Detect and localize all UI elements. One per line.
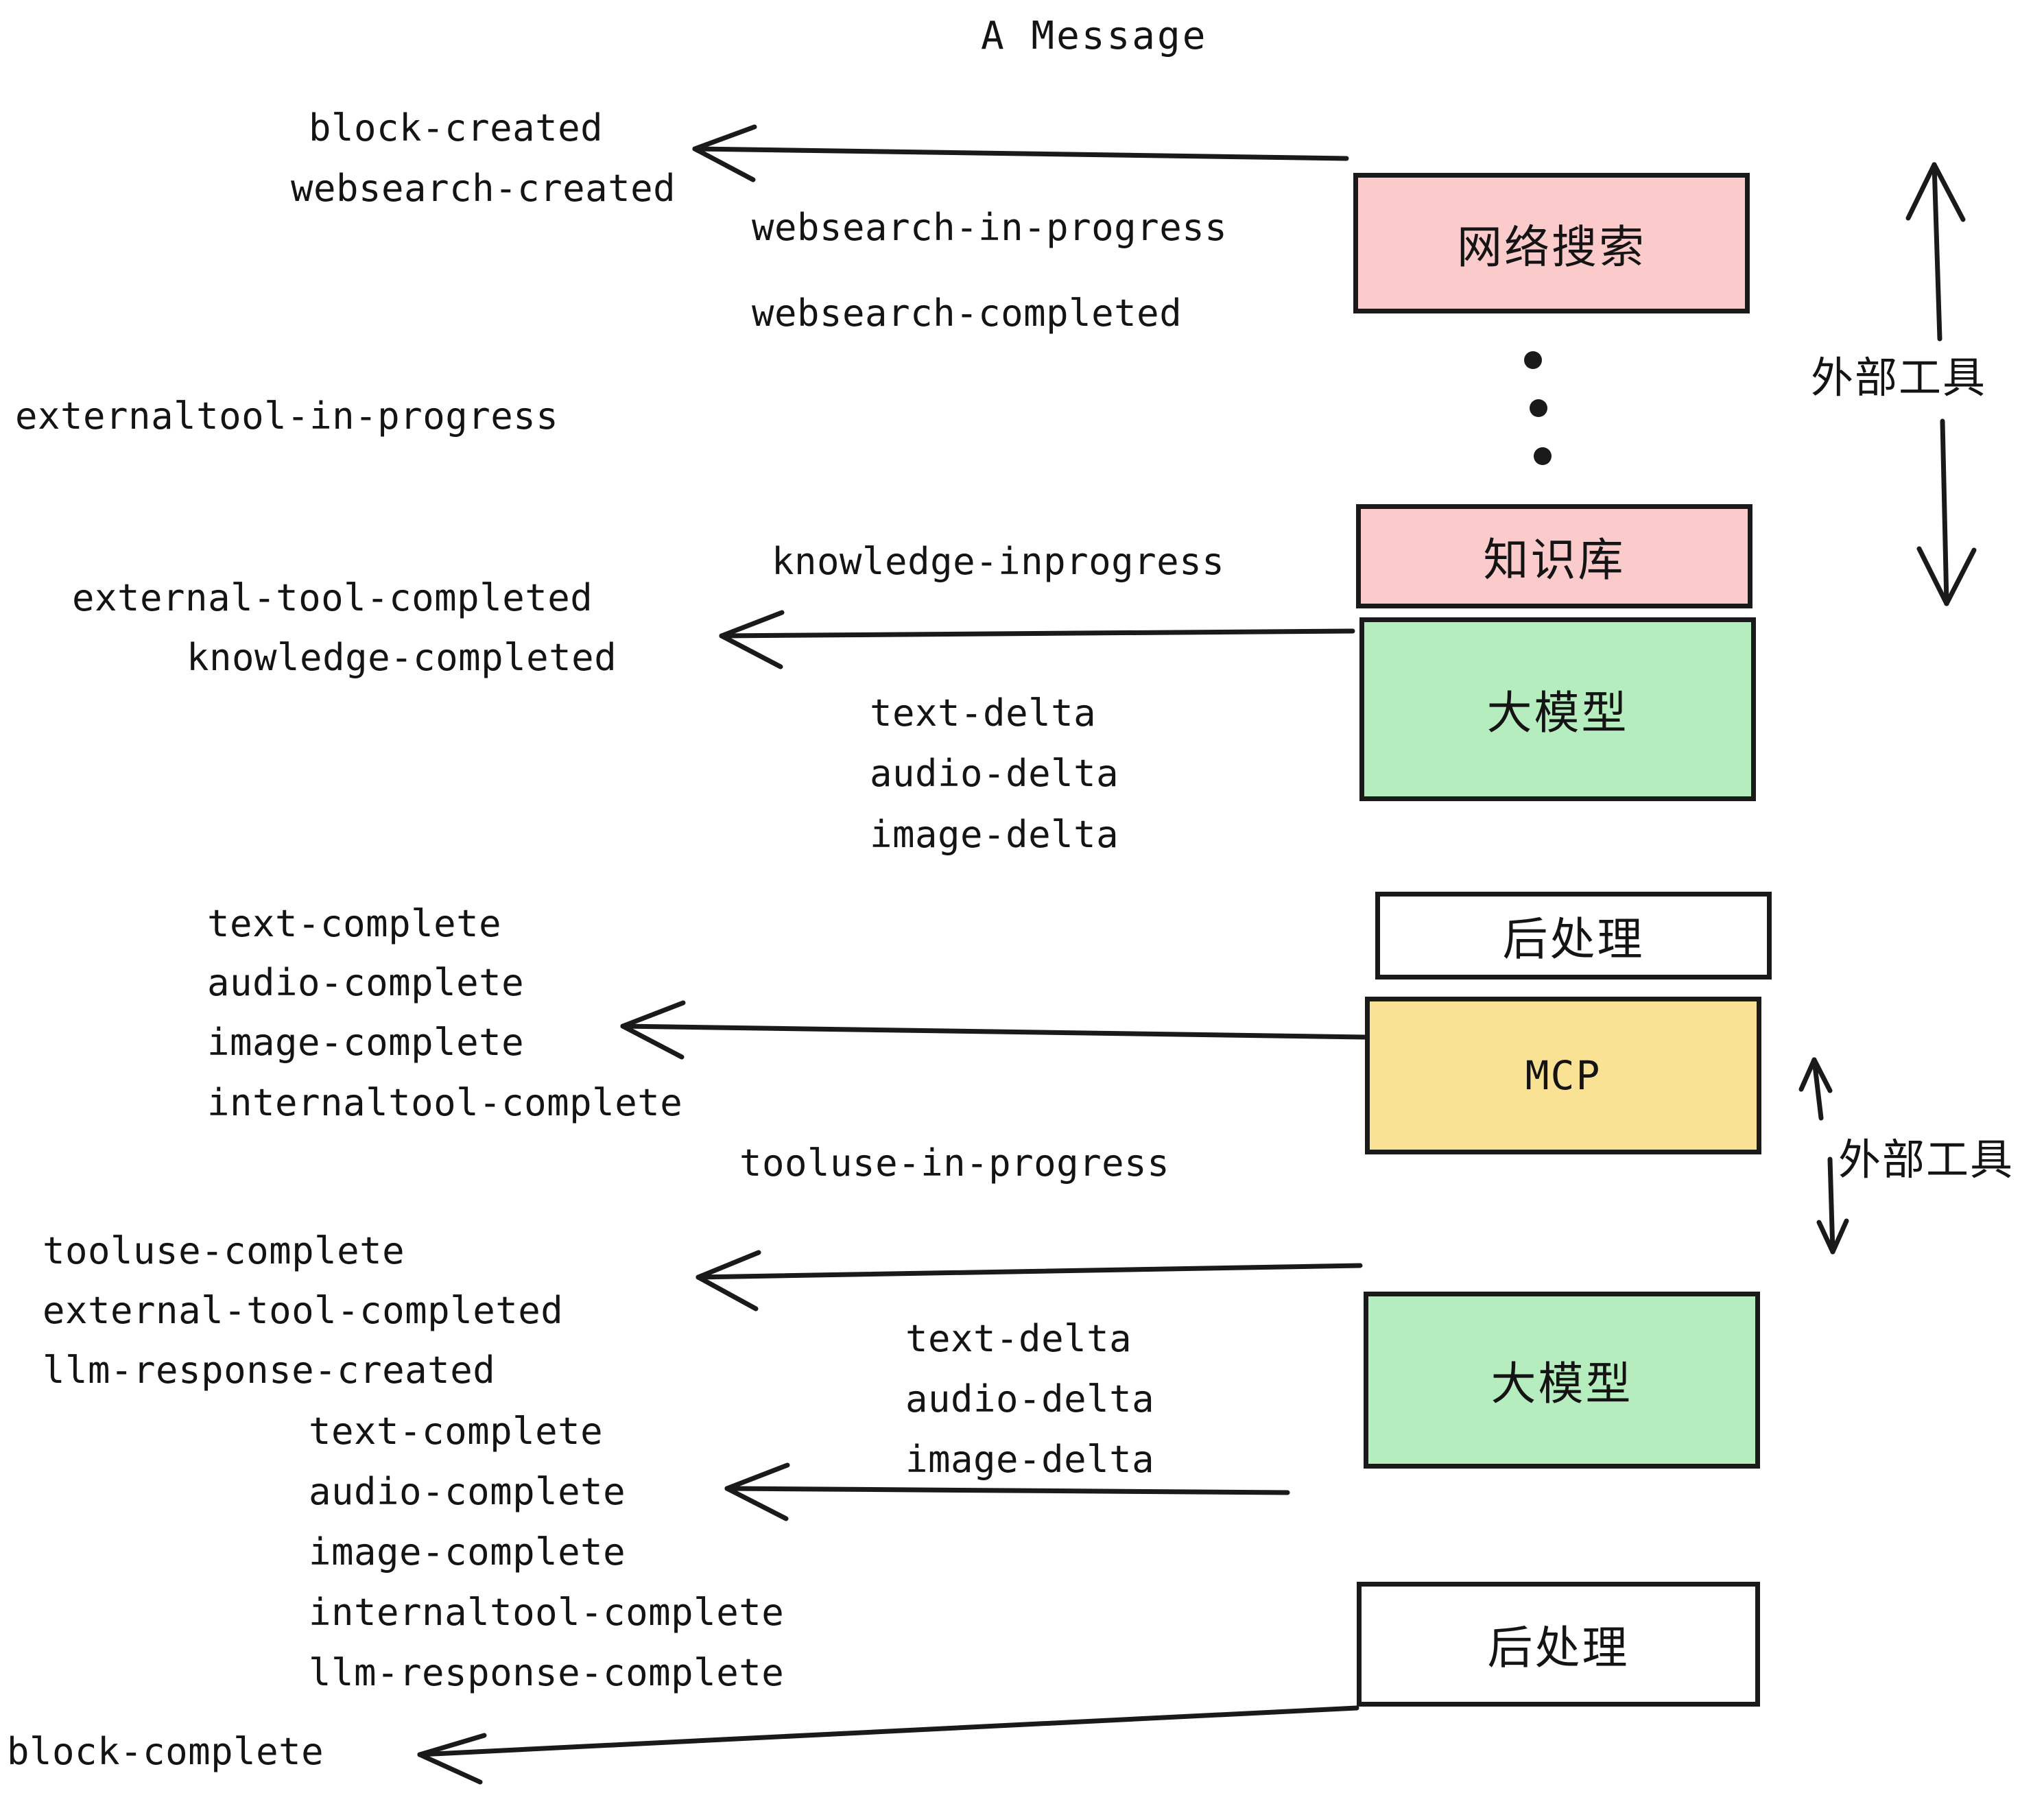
event-label-image-complete-2: image-complete xyxy=(309,1530,626,1574)
arrow-postprocess1-to-image-complete xyxy=(620,1000,1368,1060)
event-label-text-delta-2: text-delta xyxy=(905,1317,1132,1360)
component-box-postprocess-2[interactable]: 后处理 xyxy=(1357,1582,1760,1707)
ellipsis-dot-2 xyxy=(1530,399,1547,417)
event-label-text-delta-1: text-delta xyxy=(870,691,1097,735)
component-box-llm-2-label: 大模型 xyxy=(1490,1357,1633,1410)
event-label-internaltool-complete-2: internaltool-complete xyxy=(309,1591,785,1634)
component-box-postprocess-1-label: 后处理 xyxy=(1502,913,1645,966)
event-label-internaltool-complete-1: internaltool-complete xyxy=(207,1081,683,1124)
component-box-websearch[interactable]: 网络搜索 xyxy=(1353,173,1750,313)
event-label-audio-delta-2: audio-delta xyxy=(905,1377,1155,1421)
event-label-external-tool-completed-2: external-tool-completed xyxy=(43,1289,564,1332)
event-label-websearch-in-progress: websearch-in-progress xyxy=(752,206,1228,249)
arrow-websearch-to-created xyxy=(692,124,1349,182)
event-label-websearch-completed: websearch-completed xyxy=(752,292,1183,335)
event-label-tooluse-in-progress: tooluse-in-progress xyxy=(739,1141,1170,1185)
component-box-knowledge-label: 知识库 xyxy=(1483,534,1626,586)
event-label-audio-complete-1: audio-complete xyxy=(207,961,525,1004)
event-label-llm-response-complete: llm-response-complete xyxy=(309,1651,785,1694)
component-box-llm-1[interactable]: 大模型 xyxy=(1359,617,1756,801)
event-label-image-complete-1: image-complete xyxy=(207,1021,525,1064)
event-label-block-created: block-created xyxy=(309,106,604,150)
ellipsis-dot-3 xyxy=(1534,447,1552,465)
event-label-audio-complete-2: audio-complete xyxy=(309,1470,626,1513)
side-label-external-tool-top: 外部工具 xyxy=(1811,353,1987,403)
arrow-knowledge-to-completed xyxy=(719,610,1355,669)
event-label-knowledge-completed: knowledge-completed xyxy=(187,636,617,679)
event-label-llm-response-created: llm-response-created xyxy=(43,1349,496,1392)
event-label-block-complete: block-complete xyxy=(7,1730,324,1773)
event-label-image-delta-1: image-delta xyxy=(870,813,1119,856)
page-title: A Message xyxy=(981,14,1208,58)
arrow-mcp-to-tooluse-complete xyxy=(696,1250,1363,1312)
ellipsis-dot-1 xyxy=(1524,351,1542,369)
component-box-postprocess-1[interactable]: 后处理 xyxy=(1375,892,1772,980)
component-box-llm-1-label: 大模型 xyxy=(1486,687,1629,739)
event-label-text-complete-1: text-complete xyxy=(207,902,502,945)
event-label-websearch-created: websearch-created xyxy=(291,167,676,210)
event-label-knowledge-inprogress: knowledge-inprogress xyxy=(772,540,1225,583)
event-label-text-complete-2: text-complete xyxy=(309,1410,604,1453)
event-label-audio-delta-1: audio-delta xyxy=(870,752,1119,795)
component-box-postprocess-2-label: 后处理 xyxy=(1487,1622,1630,1674)
component-box-mcp-label: MCP xyxy=(1525,1052,1602,1099)
event-label-tooluse-complete: tooluse-complete xyxy=(43,1229,405,1272)
component-box-mcp[interactable]: MCP xyxy=(1365,997,1761,1154)
event-label-external-tool-completed-1: external-tool-completed xyxy=(72,576,593,619)
event-label-image-delta-2: image-delta xyxy=(905,1438,1155,1481)
arrow-postprocess2-to-block-complete xyxy=(417,1705,1359,1785)
event-label-externaltool-in-progress: externaltool-in-progress xyxy=(15,394,559,438)
component-box-knowledge[interactable]: 知识库 xyxy=(1356,504,1752,608)
side-label-external-tool-bottom: 外部工具 xyxy=(1838,1135,2015,1185)
component-box-llm-2[interactable]: 大模型 xyxy=(1364,1292,1760,1469)
component-box-websearch-label: 网络搜索 xyxy=(1457,220,1646,274)
